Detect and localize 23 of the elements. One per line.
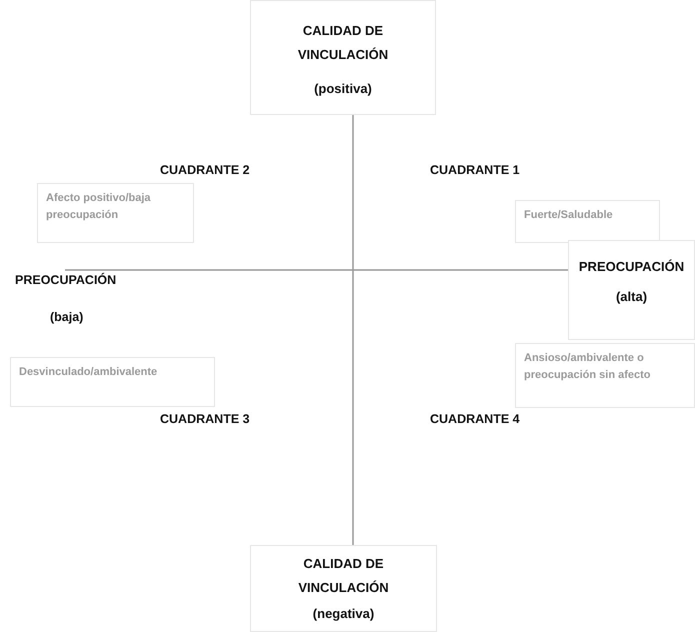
- quadrant-label: CUADRANTE 2: [160, 163, 250, 177]
- axis-title: PREOCUPACIÓN: [578, 258, 686, 276]
- quadrant-box: [37, 183, 194, 243]
- axis-title: PREOCUPACIÓN: [15, 273, 116, 287]
- description-text: Fuerte/Saludable: [524, 208, 614, 223]
- description-text: Afecto positivo/baja preocupación: [46, 191, 152, 223]
- quadrant-label: CUADRANTE 4: [430, 412, 520, 426]
- quadrant-label: CUADRANTE 3: [160, 412, 250, 426]
- quadrant-box: [515, 343, 695, 408]
- axis-pole-text: (positiva): [313, 81, 373, 96]
- axis-title: CALIDAD DE VINCULACIÓN: [296, 22, 390, 64]
- axis-end-box: [250, 0, 436, 115]
- axis-title: CALIDAD DE VINCULACIÓN: [297, 555, 390, 597]
- axis-end-box: [568, 240, 695, 340]
- description-text: Ansioso/ambivalente o preocupación sin afecto: [524, 351, 652, 383]
- axis-pole-text: (baja): [50, 310, 84, 324]
- description-text: Desvinculado/ambivalente: [19, 365, 158, 380]
- quadrant-box: [515, 200, 660, 243]
- axis-end-box: [250, 545, 437, 632]
- quadrant-label: CUADRANTE 1: [430, 163, 520, 177]
- quadrant-box: [10, 357, 215, 407]
- axis-pole-text: (negativa): [312, 606, 376, 621]
- axis-pole-text: (alta): [614, 289, 648, 304]
